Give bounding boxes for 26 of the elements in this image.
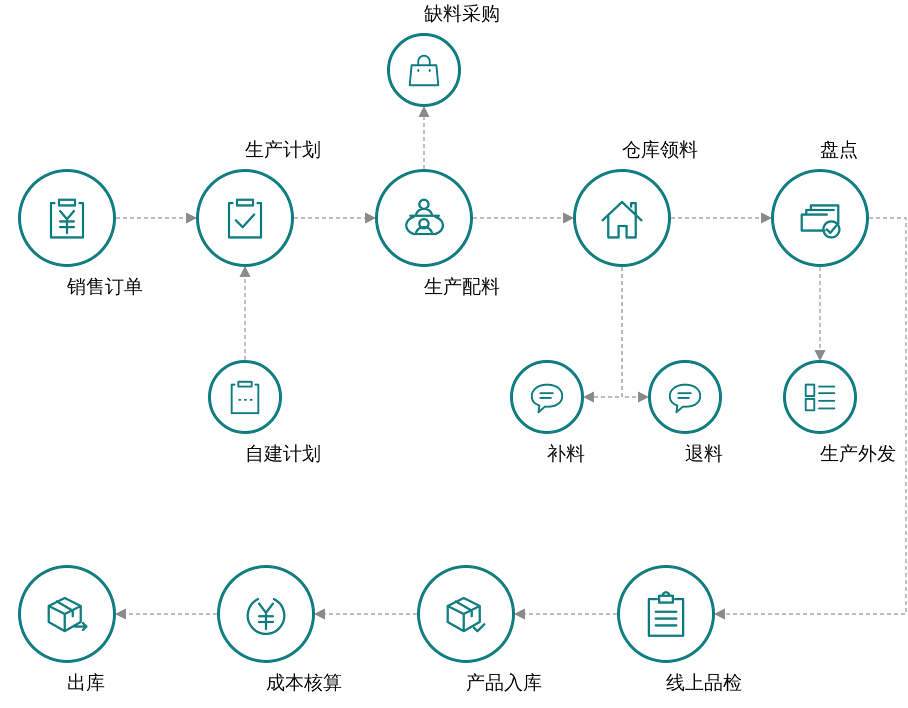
step-label: 线上品检 [666,672,742,694]
step-label: 自建计划 [245,443,321,465]
step-label: 成本核算 [266,672,342,694]
step-label: 生产计划 [245,139,321,161]
arrow [418,106,430,169]
step-label: 出库 [67,672,105,694]
arrow [814,267,826,362]
step-label: 生产配料 [424,276,500,298]
step-label: 补料 [547,443,585,465]
arrow [671,212,772,224]
arrow [114,608,217,620]
arrow [473,212,574,224]
step-label: 产品入库 [466,672,542,694]
arrow [240,266,250,360]
arrow [294,212,376,224]
step-label: 缺料采购 [424,3,500,25]
arrow [116,212,198,224]
step-label: 仓库领料 [622,139,698,161]
step-label: 盘点 [820,139,858,161]
step-label: 退料 [685,443,723,465]
step-label: 生产外发 [820,443,896,465]
step-label: 销售订单 [67,276,143,298]
arrow [621,267,650,402]
arrow [514,608,617,620]
arrow [314,608,417,620]
arrow [714,217,907,620]
